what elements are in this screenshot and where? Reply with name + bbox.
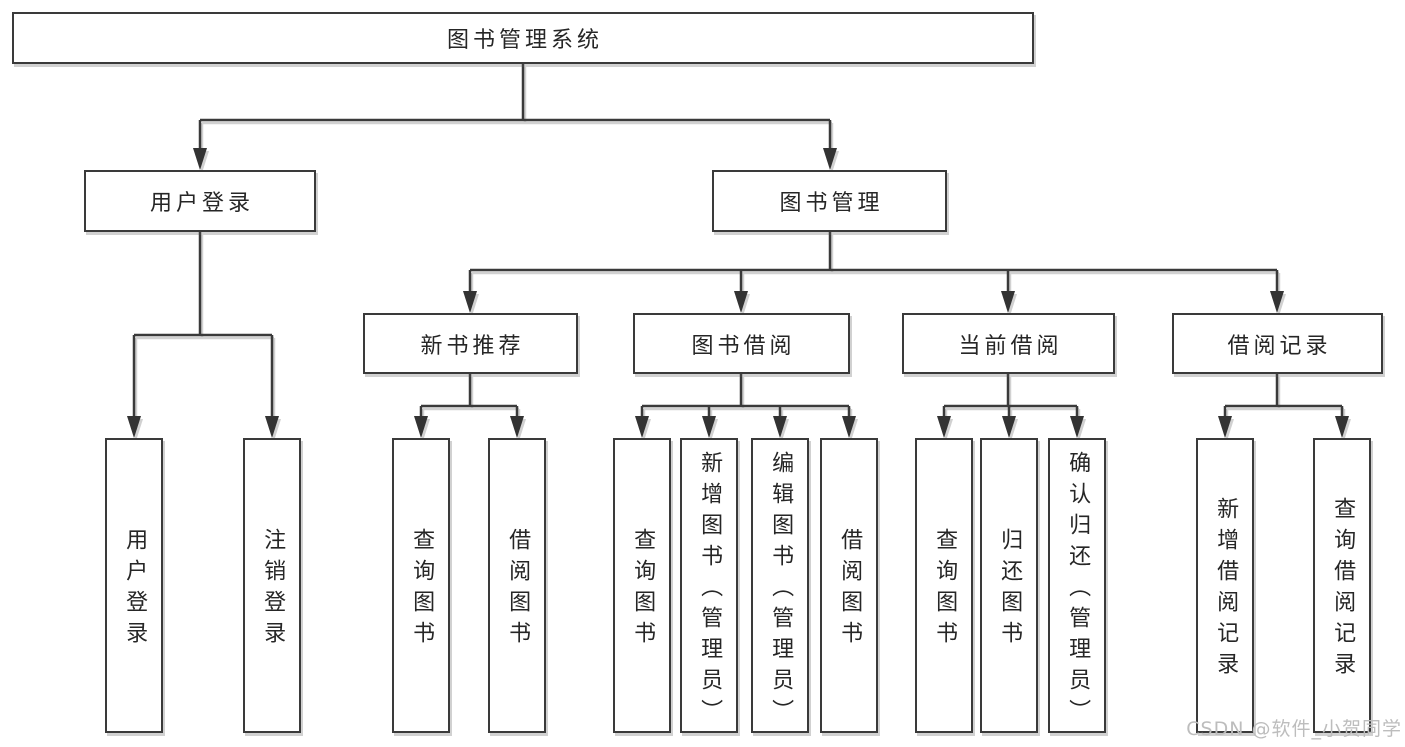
node-label: 查询图书 <box>932 528 958 652</box>
leaf-confirm-return-admin: 确认归还（管理员） <box>1048 438 1106 733</box>
node-label: 用户登录 <box>122 528 148 652</box>
node-label: 新增借阅记录 <box>1213 497 1239 683</box>
leaf-borrow-books-recommend: 借阅图书 <box>488 438 546 733</box>
leaf-query-books-recommend: 查询图书 <box>392 438 450 733</box>
node-label: 借阅记录 <box>1227 333 1332 359</box>
node-new-book-recommendation: 新书推荐 <box>363 313 578 374</box>
node-label: 查询借阅记录 <box>1330 497 1356 683</box>
leaf-borrow-books: 借阅图书 <box>820 438 878 733</box>
node-current-borrowing: 当前借阅 <box>902 313 1115 374</box>
leaf-add-borrow-record: 新增借阅记录 <box>1196 438 1254 733</box>
leaf-query-borrow-record: 查询借阅记录 <box>1313 438 1371 733</box>
node-label: 图书管理系统 <box>446 28 603 53</box>
node-label: 新增图书（管理员） <box>697 450 723 730</box>
node-label: 图书管理 <box>779 191 884 216</box>
node-user-login: 用户登录 <box>84 170 316 232</box>
leaf-user-login: 用户登录 <box>105 438 163 733</box>
node-label: 借阅图书 <box>505 528 531 652</box>
node-library-system: 图书管理系统 <box>12 12 1034 64</box>
leaf-edit-book-admin: 编辑图书（管理员） <box>751 438 809 733</box>
leaf-return-book: 归还图书 <box>980 438 1038 733</box>
leaf-query-books-current: 查询图书 <box>915 438 973 733</box>
leaf-add-book-admin: 新增图书（管理员） <box>680 438 738 733</box>
node-book-borrowing: 图书借阅 <box>633 313 850 374</box>
leaf-logout: 注销登录 <box>243 438 301 733</box>
node-label: 确认归还（管理员） <box>1065 450 1091 730</box>
node-borrowing-records: 借阅记录 <box>1172 313 1383 374</box>
csdn-watermark: CSDN @软件_小贺同学 <box>1186 718 1402 740</box>
node-label: 新书推荐 <box>420 333 525 359</box>
node-label: 查询图书 <box>409 528 435 652</box>
node-label: 归还图书 <box>997 528 1023 652</box>
node-label: 查询图书 <box>630 528 656 652</box>
node-label: 编辑图书（管理员） <box>768 450 794 730</box>
node-label: 借阅图书 <box>837 528 863 652</box>
leaf-query-books-borrow: 查询图书 <box>613 438 671 733</box>
node-label: 当前借阅 <box>958 333 1063 359</box>
node-book-management: 图书管理 <box>712 170 947 232</box>
node-label: 图书借阅 <box>691 333 796 359</box>
node-label: 注销登录 <box>260 528 286 652</box>
node-label: 用户登录 <box>149 191 254 216</box>
